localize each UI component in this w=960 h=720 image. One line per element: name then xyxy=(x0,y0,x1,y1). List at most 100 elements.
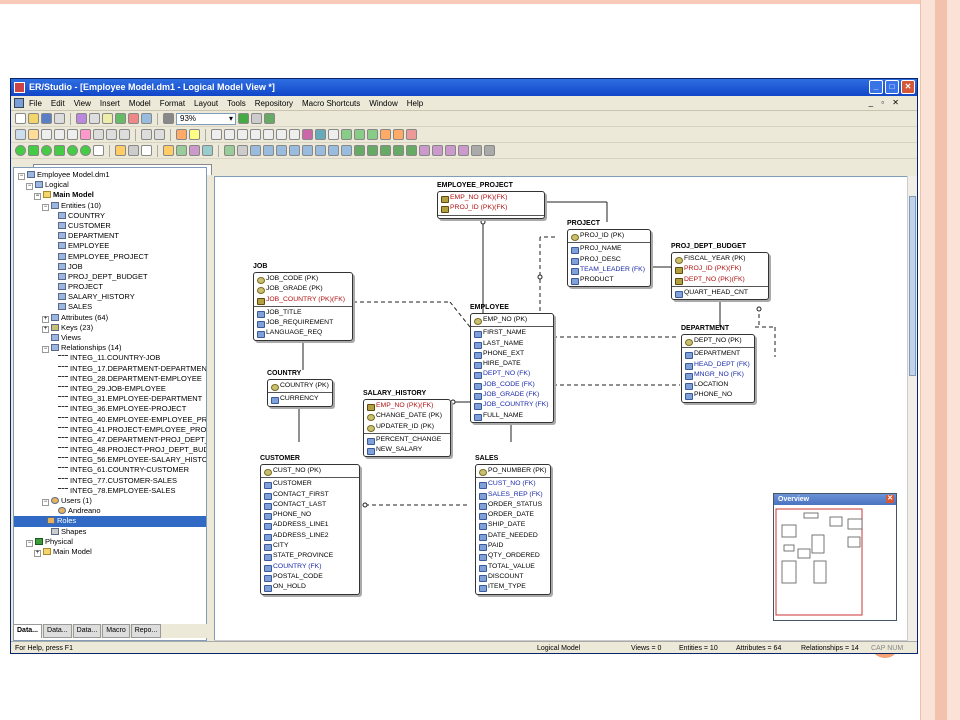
tree-users[interactable]: −Users (1) xyxy=(42,496,92,506)
tree-relationship-item[interactable]: INTEG_29.JOB-EMPLOYEE xyxy=(18,384,206,394)
view-icon[interactable] xyxy=(224,129,235,140)
tree-user-andreano[interactable]: Andreano xyxy=(18,506,206,516)
schema-icon[interactable] xyxy=(302,129,313,140)
close-button[interactable]: ✕ xyxy=(901,80,915,94)
overview-close-icon[interactable]: ✕ xyxy=(886,495,894,503)
tree-relationship-item[interactable]: INTEG_41.PROJECT-EMPLOYEE_PROJE xyxy=(18,425,206,435)
tree-roles[interactable]: Roles xyxy=(14,516,206,527)
non-identifying-rel-icon[interactable] xyxy=(263,129,274,140)
tree-logical[interactable]: −Logical xyxy=(26,180,69,191)
diagram-canvas[interactable]: EMPLOYEE_PROJECT EMP_NO (PK)(FK) PROJ_ID… xyxy=(214,176,908,641)
cut2-icon[interactable] xyxy=(93,129,104,140)
select-icon[interactable] xyxy=(15,129,26,140)
tool-f-icon[interactable] xyxy=(315,145,326,156)
tree-attributes[interactable]: +Attributes (64) xyxy=(42,312,109,323)
tree-entities[interactable]: −Entities (10) xyxy=(42,200,102,211)
new-icon[interactable] xyxy=(15,113,26,124)
tree-relationship-item[interactable]: INTEG_56.EMPLOYEE-SALARY_HISTORY xyxy=(18,455,206,465)
tab-data-dictionary[interactable]: Data... xyxy=(72,624,102,638)
pan-icon[interactable] xyxy=(80,129,91,140)
tree-relationship-item[interactable]: INTEG_31.EMPLOYEE-DEPARTMENT xyxy=(18,394,206,404)
menu-help[interactable]: Help xyxy=(406,98,424,108)
tool-p-icon[interactable] xyxy=(445,145,456,156)
zoom-out-icon[interactable] xyxy=(54,129,65,140)
tree-main-model[interactable]: −Main Model xyxy=(34,190,94,201)
color-icon[interactable] xyxy=(380,129,391,140)
tree-entity-item[interactable]: PROJ_DEPT_BUDGET xyxy=(18,272,206,282)
entity-icon[interactable] xyxy=(211,129,222,140)
tool-c-icon[interactable] xyxy=(276,145,287,156)
tree-relationship-item[interactable]: INTEG_17.DEPARTMENT-DEPARTMENT xyxy=(18,364,206,374)
tree-relationship-item[interactable]: INTEG_77.CUSTOMER-SALES xyxy=(18,476,206,486)
tool-b-icon[interactable] xyxy=(263,145,274,156)
tool-i-icon[interactable] xyxy=(354,145,365,156)
entity-salary-history[interactable]: SALARY_HISTORY EMP_NO (PK)(FK)CHANGE_DAT… xyxy=(363,389,451,458)
menu-macro-shortcuts[interactable]: Macro Shortcuts xyxy=(302,98,361,108)
menu-model[interactable]: Model xyxy=(128,98,151,108)
tree-relationship-item[interactable]: INTEG_47.DEPARTMENT-PROJ_DEPT_B xyxy=(18,435,206,445)
tree-relationship-item[interactable]: INTEG_36.EMPLOYEE-PROJECT xyxy=(18,404,206,414)
menu-tools[interactable]: Tools xyxy=(227,98,246,108)
tree-shapes[interactable]: Shapes xyxy=(18,527,206,537)
green-ellipse-icon[interactable] xyxy=(80,145,91,156)
wizard-icon[interactable] xyxy=(264,113,275,124)
maximize-button[interactable]: □ xyxy=(885,80,899,94)
tree-relationship-item[interactable]: INTEG_61.COUNTRY-CUSTOMER xyxy=(18,465,206,475)
open-icon[interactable] xyxy=(28,113,39,124)
paste-icon[interactable] xyxy=(102,113,113,124)
tool-r-icon[interactable] xyxy=(471,145,482,156)
globe-icon[interactable] xyxy=(224,145,235,156)
entity-sales[interactable]: SALES PO_NUMBER (PK)CUST_NO (FK)SALES_RE… xyxy=(475,454,551,595)
layers-icon[interactable] xyxy=(163,113,174,124)
tool-e-icon[interactable] xyxy=(302,145,313,156)
paste2-icon[interactable] xyxy=(119,129,130,140)
tool-j-icon[interactable] xyxy=(367,145,378,156)
cut-icon[interactable] xyxy=(76,113,87,124)
tree-entity-item[interactable]: JOB xyxy=(18,262,206,272)
tool-d-icon[interactable] xyxy=(289,145,300,156)
zoom-fit-icon[interactable] xyxy=(67,129,78,140)
color3-icon[interactable] xyxy=(406,129,417,140)
align-icon[interactable] xyxy=(341,129,352,140)
tree-entity-item[interactable]: PROJECT xyxy=(18,282,206,292)
tree-physical-main-model[interactable]: +Main Model xyxy=(34,546,92,557)
recursive-rel-icon[interactable] xyxy=(289,129,300,140)
color2-icon[interactable] xyxy=(393,129,404,140)
overview-panel[interactable]: Overview ✕ xyxy=(773,493,897,621)
tree-root[interactable]: −Employee Model.dm1 xyxy=(18,170,110,180)
align2-icon[interactable] xyxy=(354,129,365,140)
tree-relationship-item[interactable]: INTEG_28.DEPARTMENT-EMPLOYEE xyxy=(18,374,206,384)
tool-l-icon[interactable] xyxy=(393,145,404,156)
tree-relationship-item[interactable]: INTEG_11.COUNTRY-JOB xyxy=(18,353,206,363)
tool-g-icon[interactable] xyxy=(328,145,339,156)
undo-icon[interactable] xyxy=(141,129,152,140)
vertical-scrollbar[interactable] xyxy=(907,176,917,641)
document-icon[interactable] xyxy=(14,98,24,108)
pointer-icon[interactable] xyxy=(163,145,174,156)
align3-icon[interactable] xyxy=(367,129,378,140)
menu-file[interactable]: File xyxy=(29,98,42,108)
tool-h-icon[interactable] xyxy=(341,145,352,156)
redo-icon[interactable] xyxy=(154,129,165,140)
tree-physical[interactable]: −Physical xyxy=(26,536,73,547)
hand-icon[interactable] xyxy=(28,129,39,140)
entity-employee-project[interactable]: EMPLOYEE_PROJECT EMP_NO (PK)(FK) PROJ_ID… xyxy=(437,181,545,219)
tree-entity-item[interactable]: CUSTOMER xyxy=(18,221,206,231)
tree-keys[interactable]: +Keys (23) xyxy=(42,322,94,333)
save-icon[interactable] xyxy=(41,113,52,124)
green-shape-icon[interactable] xyxy=(15,145,26,156)
green-diamond-icon[interactable] xyxy=(54,145,65,156)
identifying-rel-icon[interactable] xyxy=(250,129,261,140)
tab-macro[interactable]: Macro xyxy=(102,624,130,638)
menu-window[interactable]: Window xyxy=(369,98,398,108)
relationship-icon[interactable] xyxy=(237,129,248,140)
tree-relationship-item[interactable]: INTEG_48.PROJECT-PROJ_DEPT_BUDG xyxy=(18,445,206,455)
text-icon[interactable] xyxy=(328,129,339,140)
tree-entity-item[interactable]: SALARY_HISTORY xyxy=(18,292,206,302)
find-icon[interactable] xyxy=(251,113,262,124)
entity-job[interactable]: JOB JOB_CODE (PK)JOB_GRADE (PK)JOB_COUNT… xyxy=(253,262,353,341)
pencil-icon[interactable] xyxy=(176,129,187,140)
arrow-icon[interactable] xyxy=(115,145,126,156)
image-icon[interactable] xyxy=(128,145,139,156)
